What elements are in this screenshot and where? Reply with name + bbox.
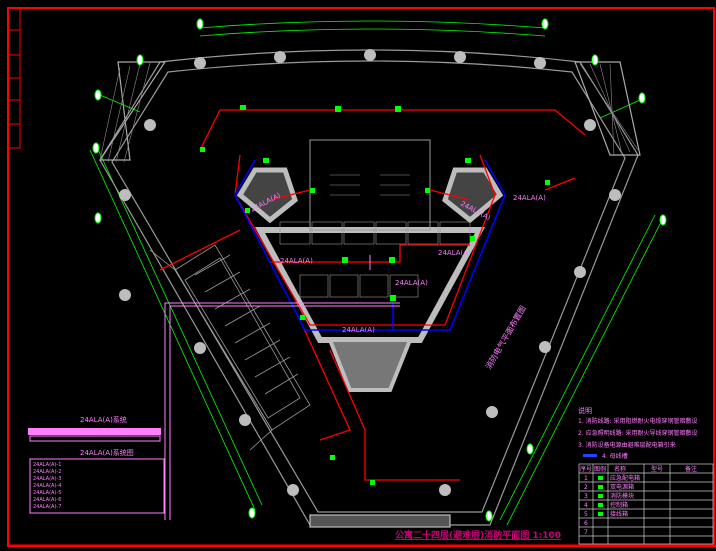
drawing-title: 公寓二十四层(避难层)消防平面图 1:100 (395, 529, 561, 541)
panel-label: 24ALA(A) (280, 257, 313, 265)
svg-text:3: 3 (584, 493, 588, 500)
legend-header: 图例 (594, 465, 606, 473)
dimension-lines (89, 20, 663, 526)
svg-text:2: 2 (584, 484, 588, 491)
magenta-feeder (164, 255, 400, 520)
svg-text:应急配电箱: 应急配电箱 (610, 474, 640, 482)
schedule-row: 24ALA(A)-4 (33, 483, 61, 489)
fire-devices (200, 105, 550, 485)
legend-symbols (598, 476, 603, 516)
busway-lines (234, 159, 506, 331)
legend-header: 型号 (651, 465, 663, 473)
schedule-row: 24ALA(A)-2 (33, 469, 61, 475)
hatch-walls (99, 62, 639, 163)
schedule-row: 24ALA(A)-1 (33, 462, 61, 468)
note-line: 2. 应急照明线路: 采用耐火导线穿钢管暗敷设 (578, 429, 698, 437)
legend-header: 名称 (614, 465, 626, 473)
note-line: 3. 消防设备电源由避难层配电箱引来 (578, 441, 676, 449)
schedule-row: 24ALA(A)-7 (33, 504, 61, 510)
svg-text:消防模块: 消防模块 (610, 492, 634, 500)
svg-text:控制箱: 控制箱 (610, 501, 628, 509)
schedule-row: 24ALA(A)-5 (33, 490, 61, 496)
left-schedule: 24ALA(A)系统 24ALA(A)系统图 24ALA(A)-1 24ALA(… (28, 415, 165, 514)
legend-table-text: 序号 图例 名称 型号 备注 1 应急配电箱 2 双电源箱 3 消防模块 4 控制箱 5… (580, 465, 697, 536)
svg-text:5: 5 (584, 511, 588, 518)
note-line: 4. 母线槽 (602, 452, 628, 460)
legend-header: 序号 (580, 465, 592, 473)
note-line: 1. 消防线路: 采用阻燃耐火电缆穿钢管暗敷设 (578, 417, 698, 425)
fire-circuit-lines (159, 109, 586, 481)
legend-header: 备注 (685, 465, 697, 473)
busway-symbol (583, 454, 597, 457)
building-outline (98, 49, 641, 528)
panel-label: 24ALA(A) (438, 249, 471, 257)
grid-bubbles (92, 18, 667, 522)
svg-text:接线箱: 接线箱 (610, 510, 628, 518)
schedule-title: 24ALA(A)系统 (80, 415, 127, 424)
rotated-note: 消防电气平面布置图 (483, 304, 528, 371)
title-strip (7, 7, 21, 149)
svg-text:4: 4 (584, 502, 588, 509)
design-notes: 说明 1. 消防线路: 采用阻燃耐火电缆穿钢管暗敷设 2. 应急照明线路: 采用… (578, 406, 698, 460)
panel-label: 24ALA(A) (513, 194, 546, 202)
schedule-row: 24ALA(A)-6 (33, 497, 61, 503)
notes-heading: 说明 (578, 406, 592, 415)
svg-text:双电源箱: 双电源箱 (610, 483, 634, 491)
svg-text:6: 6 (584, 520, 588, 527)
svg-text:7: 7 (584, 529, 588, 536)
schedule-row: 24ALA(A)-3 (33, 476, 61, 482)
legend-table (578, 463, 714, 545)
panel-label: 24ALA(A) (395, 279, 428, 287)
svg-text:1: 1 (584, 475, 588, 482)
schedule-title: 24ALA(A)系统图 (80, 448, 134, 457)
panel-label: 24ALA(A) (342, 326, 375, 334)
structural-columns (119, 49, 621, 496)
